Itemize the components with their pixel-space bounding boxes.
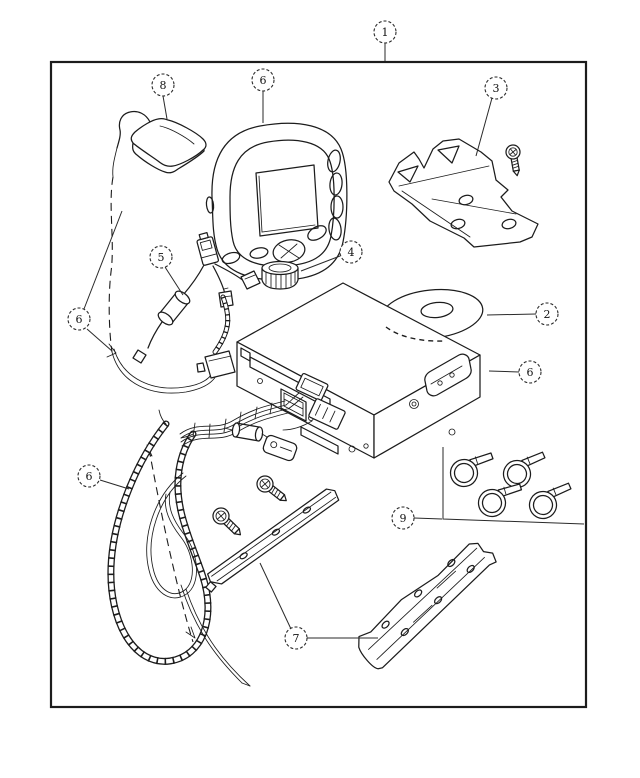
callout-kit-frame: 1 [373,20,397,44]
callout-control-knob: 4 [339,240,363,264]
spiral-cable-drawing [107,409,251,687]
callout-map-disc: 2 [535,302,559,326]
callout-map-disc-number: 2 [544,308,551,321]
callout-wiring-harness: 5 [149,245,173,269]
callout-control-knob-number: 4 [348,246,355,259]
callout-mounting-bracket: 3 [484,76,508,100]
callout-gps-antenna: 8 [151,73,175,97]
cable-ties-drawing [442,447,585,525]
control-knob-drawing [261,260,299,290]
disc-hidden-edge [385,326,447,342]
mounting-bracket-drawing [388,138,539,248]
callout-power-cable-number: 6 [86,470,93,483]
bracket-screw-drawing [505,144,521,177]
receiver-unit-drawing [236,282,481,459]
callout-mounting-bracket-number: 3 [493,82,500,95]
callout-power-cable: 6 [77,464,101,488]
callout-wiring-harness-number: 5 [158,251,165,264]
antenna-cable-drawing [106,147,218,394]
gps-antenna-drawing [116,110,207,174]
callout-cable-ties-number: 9 [400,512,407,525]
callout-antenna-cable-number: 6 [76,313,83,326]
callout-mounting-rails: 7 [284,626,308,650]
leader-lines [83,43,537,639]
callout-cable-ties: 9 [391,506,415,530]
wiring-harness-drawing [132,231,261,379]
lower-rail-drawing [358,542,497,670]
callout-receiver-unit: 6 [518,360,542,384]
power-cable-drawing [179,372,346,462]
callout-display-unit-number: 6 [260,74,267,87]
callout-receiver-unit-number: 6 [527,366,534,379]
display-unit-drawing [205,122,348,281]
rail-screws-drawing [212,475,287,536]
callout-mounting-rails-number: 7 [293,632,300,645]
callout-kit-frame-number: 1 [382,26,389,39]
upper-rail-drawing [205,488,340,593]
callout-display-unit: 6 [251,68,275,92]
callout-gps-antenna-number: 8 [160,79,167,92]
callout-antenna-cable: 6 [67,307,91,331]
